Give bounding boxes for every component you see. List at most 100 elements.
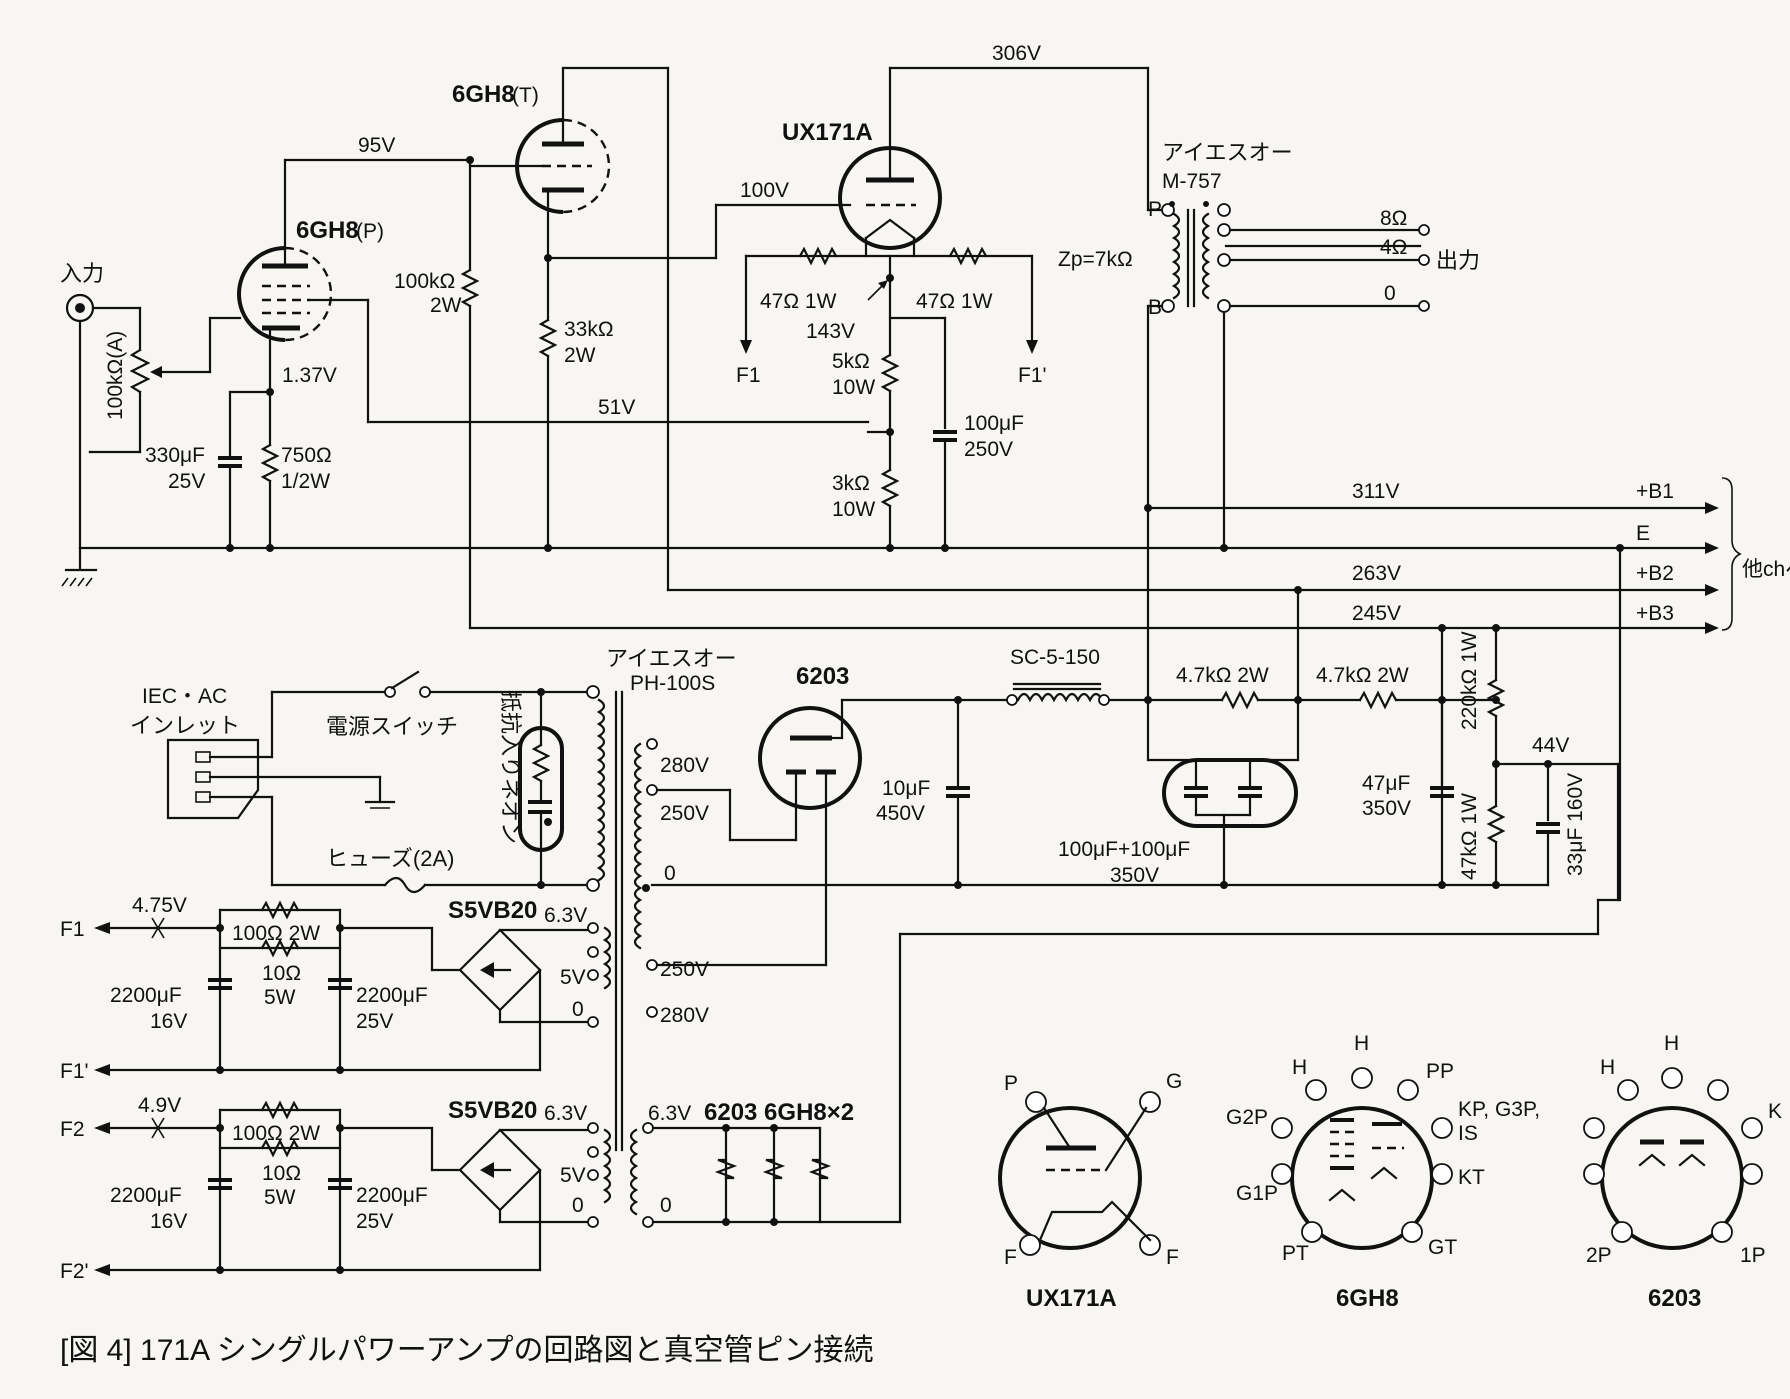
- ux-pin-p: P: [1004, 1072, 1018, 1095]
- c33-label: 33μF 160V: [1564, 773, 1587, 876]
- r100kw-label: 2W: [430, 294, 462, 317]
- volt-49: 4.9V: [138, 1094, 181, 1117]
- heater-supply-2: [94, 1100, 589, 1276]
- f2-heater: F2: [60, 1118, 85, 1141]
- c2200cv-label: 16V: [150, 1210, 187, 1233]
- r100k-label: 100kΩ: [394, 270, 455, 293]
- gh8-pt: PT: [1282, 1242, 1309, 1265]
- r6203-k: K: [1768, 1100, 1782, 1123]
- c10v-label: 450V: [876, 802, 925, 825]
- ux-title: UX171A: [1026, 1285, 1117, 1312]
- sec-250a: 250V: [660, 802, 709, 825]
- r3k-label: 3kΩ: [832, 472, 870, 495]
- neon-label: 抵抗入りネオン: [498, 690, 523, 844]
- opt-p: P: [1148, 198, 1162, 221]
- ground-symbol: [61, 546, 98, 587]
- rail-b2: +B2: [1636, 562, 1674, 585]
- volt-245: 245V: [1352, 602, 1401, 625]
- input-label: 入力: [60, 261, 104, 286]
- figure-caption: [図 4] 171A シングルパワーアンプの回路図と真空管ピン接続: [60, 1334, 873, 1367]
- out-label: 出力: [1436, 248, 1480, 273]
- input-jack: [65, 293, 142, 550]
- volt-263: 263V: [1352, 562, 1401, 585]
- pt-model: PH-100S: [630, 672, 715, 695]
- rail-b3: +B3: [1636, 602, 1674, 625]
- pinout-6gh8: H H PP KP, G3P, IS KT GT PT G1P G2P 6GH8: [1226, 1032, 1540, 1312]
- tube-6gh8-pentode: [237, 158, 870, 424]
- tap-4: 4Ω: [1380, 236, 1407, 259]
- r6203-p1: 1P: [1740, 1244, 1766, 1267]
- gh8-h1: H: [1292, 1056, 1307, 1079]
- c330v-label: 25V: [168, 470, 205, 493]
- heater-loads: 6203 6GH8×2: [704, 1099, 854, 1126]
- heater-0c: 0: [660, 1194, 672, 1217]
- tube4-name: 6203: [796, 663, 849, 690]
- c2200b-label: 2200μF: [356, 984, 428, 1007]
- iec-label1: IEC・AC: [142, 685, 227, 708]
- iec-label2: インレット: [130, 713, 240, 738]
- r47b-label: 47Ω 1W: [916, 290, 993, 313]
- bridge2-label: S5VB20: [448, 1097, 537, 1124]
- gh8-gt: GT: [1428, 1236, 1457, 1259]
- gh8-kp: KP, G3P,: [1458, 1098, 1540, 1121]
- heater-0b: 0: [572, 1194, 584, 1217]
- r6203-p2: 2P: [1586, 1244, 1612, 1267]
- c100x2-label: 100μF+100μF: [1058, 838, 1190, 861]
- heater-0a: 0: [572, 998, 584, 1021]
- c2200bv-label: 25V: [356, 1010, 393, 1033]
- f1-left: F1: [736, 364, 761, 387]
- volt-143: 143V: [806, 320, 855, 343]
- c100x2v-label: 350V: [1110, 864, 1159, 887]
- f2p-heater: F2': [60, 1260, 89, 1283]
- volt-475: 4.75V: [132, 894, 187, 917]
- r100a-label: 100Ω 2W: [232, 922, 320, 945]
- choke-label: SC-5-150: [1010, 646, 1100, 669]
- tap-8: 8Ω: [1380, 207, 1407, 230]
- c2200dv-label: 25V: [356, 1210, 393, 1233]
- power-supply-section: IEC・AC インレット 電源スイッチ ヒューズ(2A) 抵抗入りネオン: [60, 586, 1620, 1283]
- r33k-label: 33kΩ: [564, 318, 614, 341]
- pt-maker: アイエスオー: [606, 646, 737, 671]
- opt-b: B: [1148, 296, 1162, 319]
- volt-137: 1.37V: [282, 364, 337, 387]
- ux-pin-g: G: [1166, 1070, 1182, 1093]
- heater-supply-1: [94, 900, 589, 1076]
- sec-250b: 250V: [660, 958, 709, 981]
- gh8-h2: H: [1354, 1032, 1369, 1055]
- switch-label: 電源スイッチ: [326, 714, 458, 739]
- c100-label: 100μF: [964, 412, 1024, 435]
- f1p-heater: F1': [60, 1060, 89, 1083]
- ux-pin-f1: F: [1004, 1246, 1017, 1269]
- r47a-label: 47Ω 1W: [760, 290, 837, 313]
- gh8-g2p: G2P: [1226, 1106, 1268, 1129]
- pinout-ux171a: P G F F UX171A: [998, 1070, 1182, 1312]
- volt-51: 51V: [598, 396, 635, 419]
- output-transformer: [1161, 201, 1430, 313]
- opt-maker: アイエスオー: [1162, 140, 1293, 165]
- heater-63a: 6.3V: [544, 904, 587, 927]
- other-ch: 他chへ: [1742, 558, 1790, 581]
- ux-pin-f2: F: [1166, 1246, 1179, 1269]
- amplifier-section: 入力 100kΩ(A) 6GH8 (P) 1.37V 330μF 25V 750…: [60, 42, 1790, 902]
- iec-inlet: [166, 690, 396, 887]
- r47k1-label: 4.7kΩ 2W: [1176, 664, 1269, 687]
- c47-label: 47μF: [1362, 772, 1410, 795]
- r6203-h1: H: [1600, 1056, 1615, 1079]
- r10a-label: 10Ω: [262, 962, 301, 985]
- sec-0: 0: [664, 862, 676, 885]
- tube1-tag: (P): [356, 220, 384, 243]
- volt-44: 44V: [1532, 734, 1569, 757]
- gh8-g1p: G1P: [1236, 1182, 1278, 1205]
- bridge1-label: S5VB20: [448, 897, 537, 924]
- r750-label: 750Ω: [281, 444, 332, 467]
- tube-6203-rectifier: [655, 698, 1012, 967]
- r33kw-label: 2W: [564, 344, 596, 367]
- tap-0: 0: [1384, 282, 1396, 305]
- r10b-label: 10Ω: [262, 1162, 301, 1185]
- r47k2-label: 4.7kΩ 2W: [1316, 664, 1409, 687]
- tube2-tag: (T): [512, 84, 539, 107]
- opt-model: M-757: [1162, 170, 1222, 193]
- c2200av-label: 16V: [150, 1010, 187, 1033]
- heater-63c: 6.3V: [648, 1102, 691, 1125]
